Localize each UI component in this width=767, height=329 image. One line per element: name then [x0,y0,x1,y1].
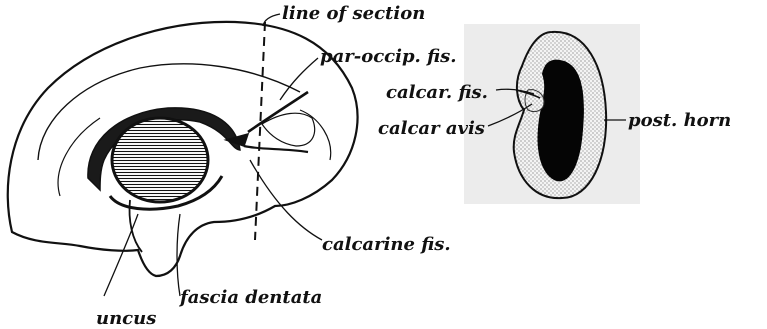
hemisphere-drawing [8,22,358,276]
label-par-occip-fis: par-occip. fis. [320,46,457,67]
label-calcar-avis: calcar avis [378,118,485,139]
section-line [255,22,265,240]
label-calcar-fis: calcar. fis. [386,82,488,103]
section-drawing [514,32,606,198]
label-line-of-section: line of section [282,3,425,24]
thalamus [112,118,208,202]
label-uncus: uncus [96,308,156,329]
label-fascia-dentata: fascia dentata [178,287,322,308]
label-calcarine-fis: calcarine fis. [322,234,451,255]
calcarine-fissure-line [244,146,308,152]
label-post-horn: post. horn [628,110,731,131]
